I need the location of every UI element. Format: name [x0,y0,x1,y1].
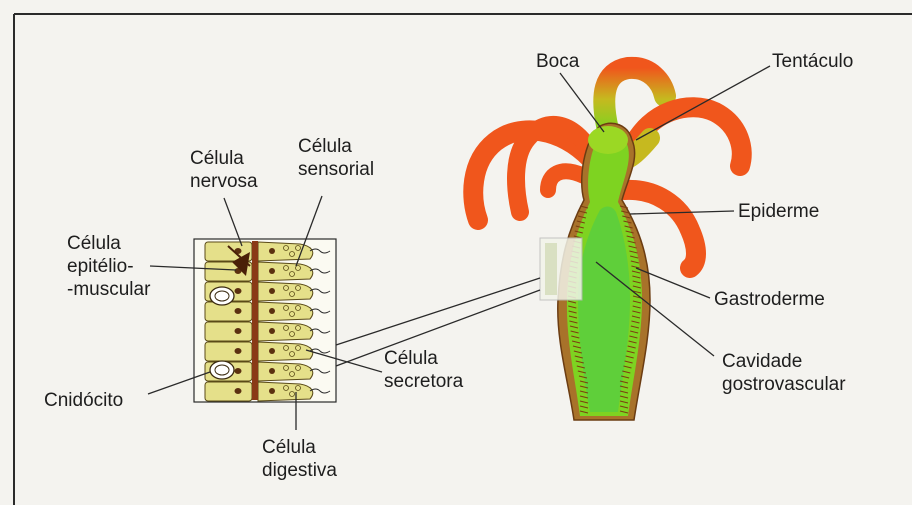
cell-inset [194,239,336,402]
label-celula-nervosa: Célula nervosa [190,147,258,193]
label-epiderme: Epiderme [738,200,819,223]
label-cavidade-gastrovascular: Cavidade gostrovascular [722,350,846,396]
label-celula-sensorial: Célula sensorial [298,135,374,181]
label-gastroderme: Gastroderme [714,288,825,311]
tentacle-left-lower [548,171,584,190]
label-celula-epitelio-muscular: Célula epitélio- -muscular [67,232,150,301]
mesoglea [252,241,258,400]
label-celula-digestiva: Célula digestiva [262,436,337,482]
hydra [473,68,741,420]
label-tentaculo: Tentáculo [772,50,853,73]
label-celula-secretora: Célula secretora [384,347,463,393]
label-cnidocito: Cnidócito [44,389,123,412]
label-boca: Boca [536,50,579,73]
